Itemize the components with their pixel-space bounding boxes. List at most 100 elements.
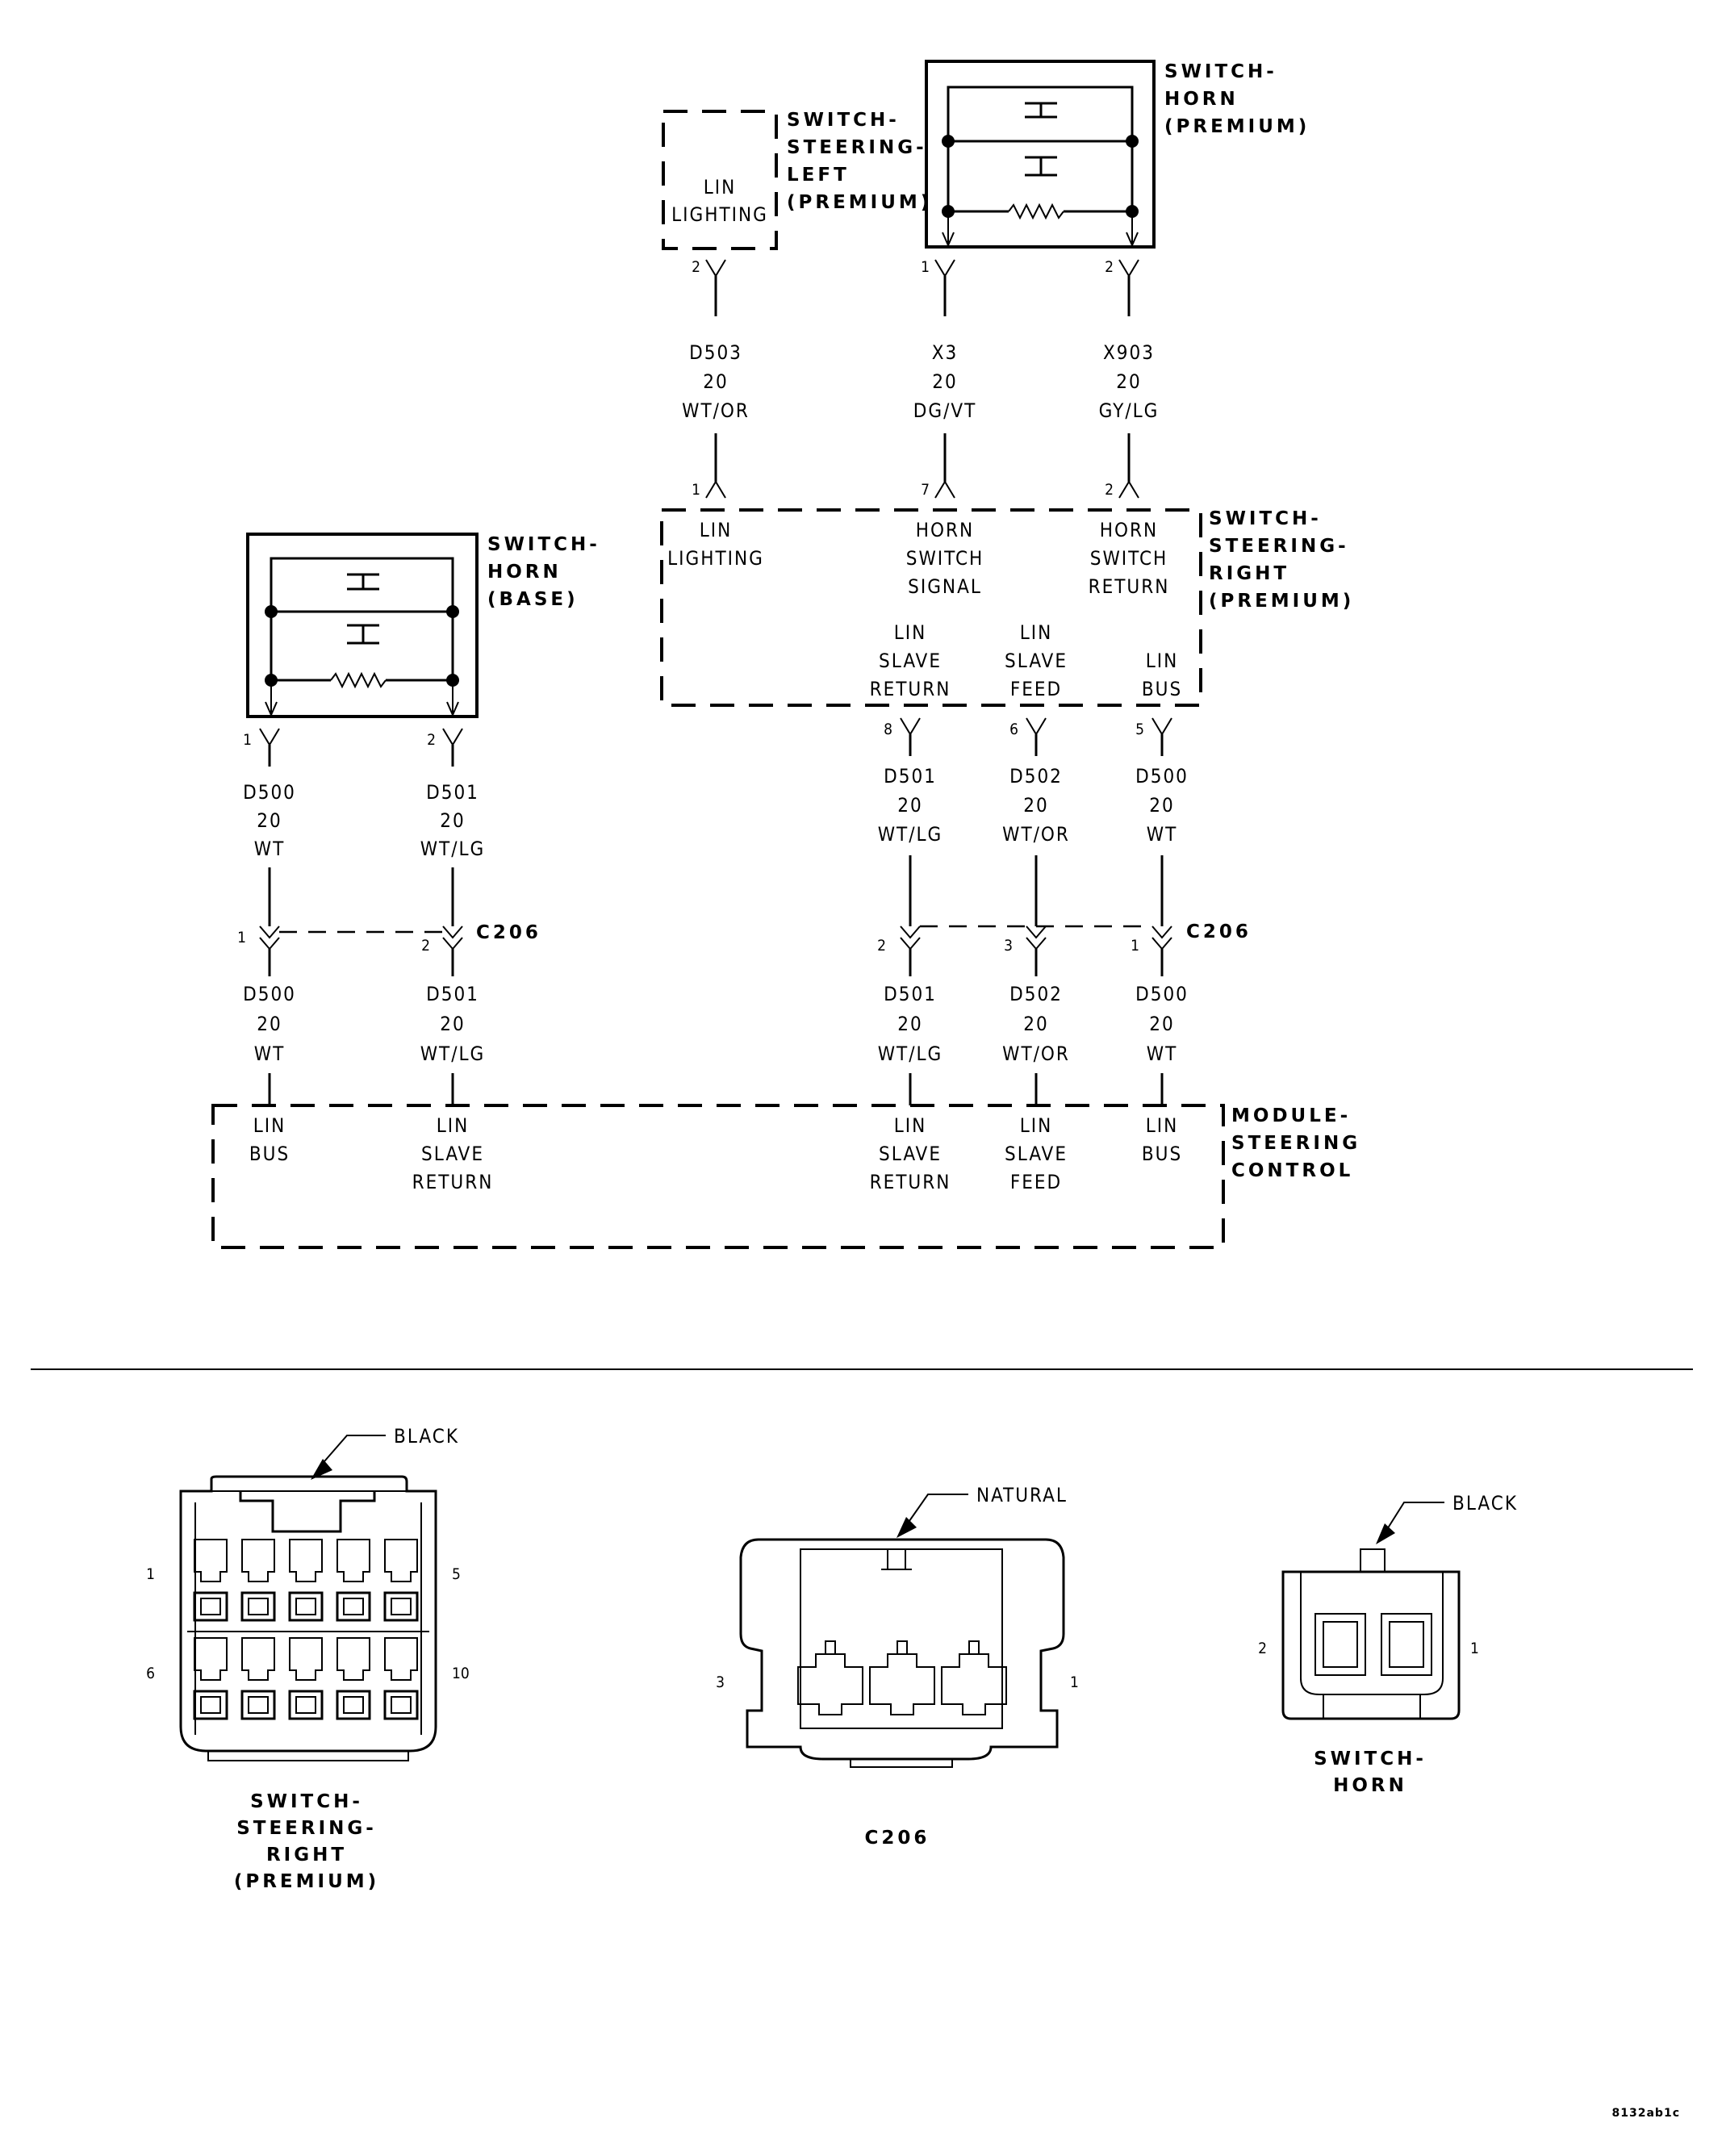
steering-right-color-label: BLACK [394, 1425, 459, 1448]
horn-view-pin-1: 1 [1470, 1640, 1479, 1657]
arrow-icon [897, 1517, 917, 1538]
horn-premium-name-line-2: HORN [1164, 89, 1239, 110]
horn-premium-name-line-1: SWITCH- [1164, 61, 1277, 82]
cavity [383, 1539, 419, 1622]
right-fn-slave-feed-2: SLAVE [1005, 650, 1068, 672]
wire-d503-top-color: WT/OR [682, 399, 750, 422]
module-steering-control: LIN BUS LIN SLAVE RETURN LIN SLAVE RETUR… [211, 1104, 1360, 1249]
right-fn-horn-signal-3: SIGNAL [908, 575, 982, 598]
left-switch-name-line-4: (PREMIUM) [787, 192, 932, 213]
wire-x903-top-id: X903 [1103, 341, 1155, 364]
wire-base-d500-upper-id: D500 [243, 781, 296, 804]
wire-base-d500-lower-gauge: 20 [257, 1013, 282, 1035]
pin-horn-premium-1: 1 [921, 258, 930, 276]
c206-color-label: NATURAL [976, 1484, 1068, 1506]
wire-base-d501-upper-color: WT/LG [420, 838, 486, 860]
right-switch-name-line-3: RIGHT [1209, 563, 1289, 584]
wire-x3-top-gauge: 20 [932, 370, 957, 393]
wire-base-d500-lower-id: D500 [243, 983, 296, 1005]
module-fn-lin-bus-1a: LIN [253, 1114, 286, 1137]
right-fn-lin-bus-1: LIN [1146, 650, 1179, 672]
module-name-line-2: STEERING [1231, 1133, 1360, 1154]
pin-c206-right-3: 3 [1004, 937, 1013, 955]
wire-base-d500-upper-gauge: 20 [257, 809, 282, 832]
module-fn-slave-return-2c: RETURN [870, 1171, 951, 1193]
horn-color-label: BLACK [1452, 1492, 1518, 1515]
module-name-line-3: CONTROL [1231, 1160, 1353, 1181]
right-fn-horn-return-1: HORN [1100, 519, 1158, 541]
right-fn-slave-feed-3: FEED [1010, 678, 1062, 700]
left-switch-function-line-2: LIGHTING [671, 203, 768, 226]
connector-view-horn: BLACK 2 1 SWITCH- HORN [1258, 1492, 1518, 1796]
switch-horn-base: SWITCH- HORN (BASE) [246, 533, 597, 718]
steering-right-pin-10: 10 [452, 1665, 470, 1682]
wire-right-d501-lower-color: WT/LG [878, 1042, 943, 1065]
right-fn-slave-return-2: SLAVE [879, 650, 942, 672]
wire-right-d500-upper-id: D500 [1135, 765, 1189, 788]
right-fn-lin-lighting-1: LIN [700, 519, 733, 541]
horn-base-name-line-3: (BASE) [487, 589, 579, 610]
steering-right-pin-6: 6 [146, 1665, 155, 1682]
module-fn-slave-return-1c: RETURN [412, 1171, 494, 1193]
left-switch-name-line-1: SWITCH- [787, 110, 900, 131]
wire-right-d501-lower-gauge: 20 [897, 1013, 922, 1035]
module-fn-slave-feed-c: FEED [1010, 1171, 1062, 1193]
pin-horn-base-2: 2 [427, 731, 436, 749]
wire-right-d500-lower-gauge: 20 [1149, 1013, 1174, 1035]
middle-wires: 1 D500 20 WT 1 2 D501 20 WT/LG 2 C206 8 … [237, 717, 1248, 955]
pin-right-switch-7: 7 [921, 481, 930, 499]
pin-right-switch-1: 1 [692, 481, 700, 499]
c206-view-name: C206 [865, 1828, 930, 1849]
pin-horn-premium-2: 2 [1105, 258, 1114, 276]
right-fn-lin-lighting-2: LIGHTING [667, 547, 764, 570]
cavity [240, 1637, 276, 1720]
steering-right-view-name-4: (PREMIUM) [234, 1871, 379, 1892]
figure-id: 8132ab1c [1612, 2107, 1680, 2120]
wire-right-d502-upper-id: D502 [1009, 765, 1063, 788]
wire-right-d500-upper-color: WT [1147, 823, 1178, 846]
steering-right-pin-1: 1 [146, 1565, 155, 1583]
pin-left-switch-2: 2 [692, 258, 700, 276]
wire-x3-top-id: X3 [932, 341, 959, 364]
cavity [193, 1539, 228, 1622]
c206-cavities [797, 1640, 1007, 1715]
steering-right-view-name-2: STEERING- [236, 1818, 377, 1839]
wire-base-d500-upper-color: WT [254, 838, 286, 860]
lower-wires: D500 20 WT D501 20 WT/LG D501 20 WT/LG D… [243, 949, 1187, 1105]
horn-premium-name-line-3: (PREMIUM) [1164, 116, 1310, 137]
module-fn-lin-bus-1b: BUS [249, 1143, 290, 1165]
wire-right-d501-upper-gauge: 20 [897, 794, 922, 817]
cavity [288, 1539, 324, 1622]
module-fn-slave-return-1a: LIN [437, 1114, 470, 1137]
wire-x3-top-color: DG/VT [913, 399, 977, 422]
right-switch-name-line-2: STEERING- [1209, 536, 1349, 557]
horn-base-name-line-2: HORN [487, 562, 562, 583]
wire-right-d500-lower-color: WT [1147, 1042, 1178, 1065]
cavity [193, 1637, 228, 1720]
wire-base-d501-lower-id: D501 [426, 983, 479, 1005]
wire-base-d500-lower-color: WT [254, 1042, 286, 1065]
pin-right-switch-6: 6 [1009, 721, 1018, 738]
horn-view-name-2: HORN [1333, 1775, 1407, 1796]
cavity [383, 1637, 419, 1720]
right-fn-horn-return-2: SWITCH [1090, 547, 1168, 570]
wire-d503-top-id: D503 [689, 341, 742, 364]
horn-view-name-1: SWITCH- [1314, 1749, 1427, 1770]
steering-right-view-name-3: RIGHT [266, 1845, 347, 1866]
module-fn-slave-feed-b: SLAVE [1005, 1143, 1068, 1165]
module-name-line-1: MODULE- [1231, 1105, 1351, 1126]
pin-c206-left-1: 1 [237, 929, 246, 946]
connector-view-c206: NATURAL 3 1 C206 [716, 1484, 1079, 1849]
left-switch-name-line-2: STEERING- [787, 137, 927, 158]
wire-right-d501-upper-id: D501 [884, 765, 937, 788]
cavity [336, 1637, 371, 1720]
module-fn-slave-return-2b: SLAVE [879, 1143, 942, 1165]
left-switch-function-line-1: LIN [704, 176, 737, 198]
module-fn-lin-bus-2b: BUS [1142, 1143, 1182, 1165]
cavity [240, 1539, 276, 1622]
top-wires: 2 D503 20 WT/OR 1 1 X3 20 DG/VT 7 2 X903… [682, 258, 1157, 499]
switch-steering-left: LIN LIGHTING SWITCH- STEERING- LEFT (PRE… [662, 110, 932, 250]
wire-base-d501-upper-id: D501 [426, 781, 479, 804]
wire-x903-top-gauge: 20 [1116, 370, 1141, 393]
c206-view-pin-3: 3 [716, 1673, 725, 1691]
